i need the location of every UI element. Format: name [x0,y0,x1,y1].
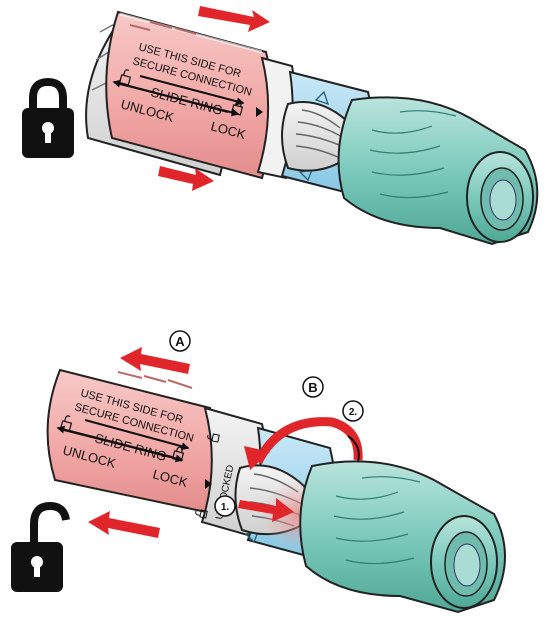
rotate-arrow [244,417,363,470]
triangle-up-icon [314,90,330,106]
teal-boot [337,96,539,246]
push-arrow [238,498,294,522]
slide-arrow-right [119,83,240,117]
slide-arrow-right [63,429,184,463]
lock-marker-icon [256,107,263,117]
step-b-marker: B [302,376,324,398]
small-lock-icon [230,100,244,116]
small-unlock-icon [59,415,73,432]
step-1-marker: 1. [214,495,236,517]
step-2-marker: 2. [342,400,364,422]
unlock-marker-icon [205,479,212,489]
open-padlock-icon [11,501,70,592]
step-a-marker: A [169,330,191,352]
tiny-open-padlock-icon-2 [195,509,208,519]
unlock-direction-arrows [88,347,190,538]
step-b-label: B [308,380,317,395]
step-2-label: 2. [349,407,358,418]
lock-direction-arrows [158,6,270,191]
locked-connector-view: USE THIS SIDE FOR SECURE CONNECTION SLID… [22,6,539,246]
small-lock-icon [171,446,185,462]
step-1-label: 1. [221,502,230,513]
closed-padlock-icon [22,77,74,158]
unlocked-connector-view: USE THIS SIDE FOR SECURE CONNECTION SLID… [11,330,506,614]
secure-arrow [139,75,245,106]
tiny-open-padlock-icon [207,433,220,443]
slide-ring[interactable]: USE THIS SIDE FOR SECURE CONNECTION SLID… [105,10,275,180]
slide-ring[interactable]: USE THIS SIDE FOR SECURE CONNECTION SLID… [46,368,219,514]
small-unlock-icon [118,69,132,86]
secure-arrow [84,419,190,451]
teal-boot [299,460,506,614]
step-a-label: A [175,334,185,349]
